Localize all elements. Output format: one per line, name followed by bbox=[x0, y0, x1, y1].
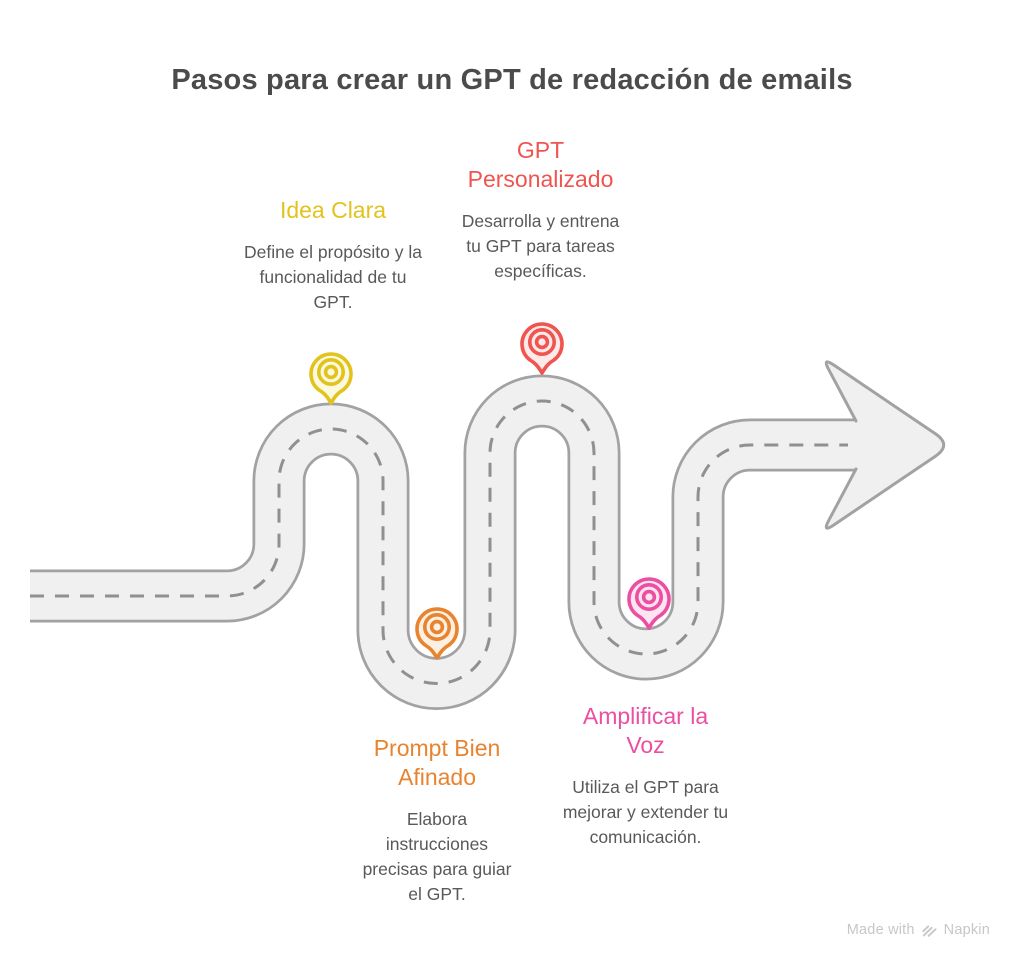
step-description: Desarrolla y entrena tu GPT para tareas … bbox=[461, 211, 620, 281]
made-with-napkin-watermark: Made with Napkin bbox=[847, 922, 990, 938]
milestone-pin-amplificar-voz bbox=[627, 577, 671, 630]
step-title: Prompt Bien Afinado bbox=[373, 735, 501, 790]
pin-ring-outer bbox=[635, 583, 663, 611]
road-centerline-dashes bbox=[30, 399, 848, 685]
step-title: Amplificar la Voz bbox=[582, 703, 709, 758]
step-title: Idea Clara bbox=[279, 197, 387, 223]
arrow-head-fill bbox=[826, 361, 944, 529]
milestone-pin-idea-clara bbox=[309, 352, 353, 405]
arrow-head-outline bbox=[824, 360, 946, 530]
step-block-idea-clara: Idea Clara Define el propósito y la func… bbox=[238, 196, 428, 315]
pin-ring-outer bbox=[423, 613, 451, 641]
napkin-logo-icon bbox=[921, 924, 937, 937]
pin-ring-inner bbox=[429, 619, 445, 635]
milestone-pin-gpt-personalizado bbox=[520, 322, 564, 375]
step-description: Elabora instrucciones precisas para guia… bbox=[362, 809, 512, 904]
page-title: Pasos para crear un GPT de redacción de … bbox=[171, 64, 853, 96]
step-title: GPT Personalizado bbox=[467, 137, 614, 192]
step-description: Define el propósito y la funcionalidad d… bbox=[243, 242, 423, 312]
pin-ring-inner bbox=[641, 589, 657, 605]
made-with-label: Made with bbox=[846, 922, 915, 938]
milestone-pin-prompt-afinado bbox=[415, 607, 459, 660]
pin-ring-inner bbox=[323, 364, 339, 380]
step-block-amplificar-voz: Amplificar la Voz Utiliza el GPT para me… bbox=[553, 702, 738, 850]
step-block-prompt-afinado: Prompt Bien Afinado Elabora instruccione… bbox=[342, 734, 532, 907]
step-block-gpt-personalizado: GPT Personalizado Desarrolla y entrena t… bbox=[448, 136, 633, 284]
step-description: Utiliza el GPT para mejorar y extender t… bbox=[562, 777, 729, 847]
pin-ring-inner bbox=[534, 334, 550, 350]
pin-ring-outer bbox=[317, 358, 345, 386]
pin-ring-outer bbox=[528, 328, 556, 356]
brand-label: Napkin bbox=[943, 922, 990, 938]
